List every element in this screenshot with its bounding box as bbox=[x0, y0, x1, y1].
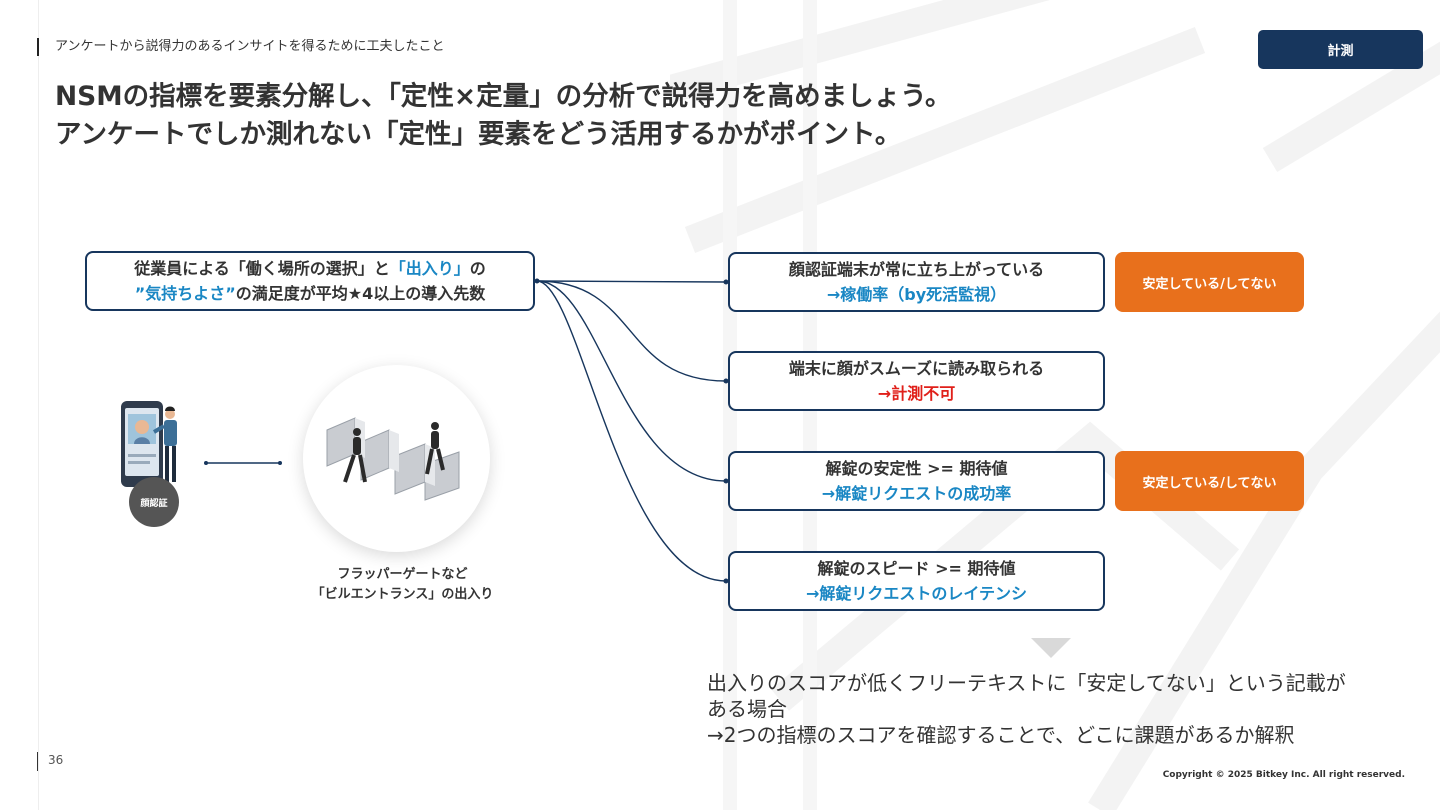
nsm-metric-box: 従業員による「働く場所の選択」と「出入り」の ”気持ちよさ”の満足度が平均★4以… bbox=[85, 251, 535, 311]
headline-line-2: アンケートでしか測れない「定性」要素をどう活用するかがポイント。 bbox=[55, 119, 902, 150]
highlight-entry-exit: 「出入り」 bbox=[389, 259, 470, 278]
item-metric: →解錠リクエストのレイテンシ bbox=[805, 584, 1028, 603]
item-metric: →稼働率（by死活監視） bbox=[826, 285, 1007, 304]
item-metric: →解錠リクエストの成功率 bbox=[821, 484, 1012, 503]
gate-illustration-circle bbox=[303, 365, 490, 552]
item-metric: →計測不可 bbox=[877, 384, 956, 403]
face-auth-illustration bbox=[121, 401, 177, 487]
gate-caption: フラッパーゲートなど 「ビルエントランス」の出入り bbox=[311, 567, 494, 602]
interpretation-note: 出入りのスコアが低くフリーテキストに「安定してない」という記載が ある場合 →2… bbox=[707, 671, 1346, 747]
nsm-line-1: 従業員による「働く場所の選択」と「出入り」の bbox=[134, 259, 486, 278]
item-title: 顔認証端末が常に立ち上がっている bbox=[788, 260, 1045, 279]
page-number: 36 bbox=[48, 753, 64, 767]
stable-toggle-tag-2: 安定している/してない bbox=[1115, 451, 1304, 511]
item-title: 端末に顔がスムーズに読み取られる bbox=[788, 359, 1045, 378]
left-margin-rule bbox=[38, 0, 39, 810]
stable-toggle-tag-1: 安定している/してない bbox=[1115, 252, 1304, 312]
highlight-comfort: ”気持ちよさ” bbox=[134, 284, 236, 303]
item-box-unlock-speed: 解錠のスピード >= 期待値 →解錠リクエストのレイテンシ bbox=[728, 551, 1105, 611]
down-arrow-icon bbox=[1031, 638, 1071, 658]
nsm-line-2: ”気持ちよさ”の満足度が平均★4以上の導入先数 bbox=[134, 284, 486, 303]
section-marker bbox=[37, 38, 39, 56]
category-badge: 計測 bbox=[1258, 30, 1423, 69]
page-number-marker bbox=[37, 752, 38, 771]
headline-line-1: NSMの指標を要素分解し、「定性×定量」の分析で説得力を高めましょう。 bbox=[55, 81, 952, 112]
copyright: Copyright © 2025 Bitkey Inc. All right r… bbox=[1162, 770, 1405, 780]
face-auth-label: 顔認証 bbox=[129, 477, 179, 527]
flapper-gate-icon bbox=[326, 417, 460, 501]
section-label: アンケートから説得力のあるインサイトを得るために工夫したこと bbox=[55, 39, 445, 54]
item-box-face-read: 端末に顔がスムーズに読み取られる →計測不可 bbox=[728, 351, 1105, 411]
item-box-unlock-stability: 解錠の安定性 >= 期待値 →解錠リクエストの成功率 bbox=[728, 451, 1105, 511]
item-box-uptime: 顔認証端末が常に立ち上がっている →稼働率（by死活監視） bbox=[728, 252, 1105, 312]
item-title: 解錠のスピード >= 期待値 bbox=[817, 559, 1016, 578]
item-title: 解錠の安定性 >= 期待値 bbox=[825, 459, 1008, 478]
page-headline: NSMの指標を要素分解し、「定性×定量」の分析で説得力を高めましょう。 アンケー… bbox=[55, 78, 952, 154]
